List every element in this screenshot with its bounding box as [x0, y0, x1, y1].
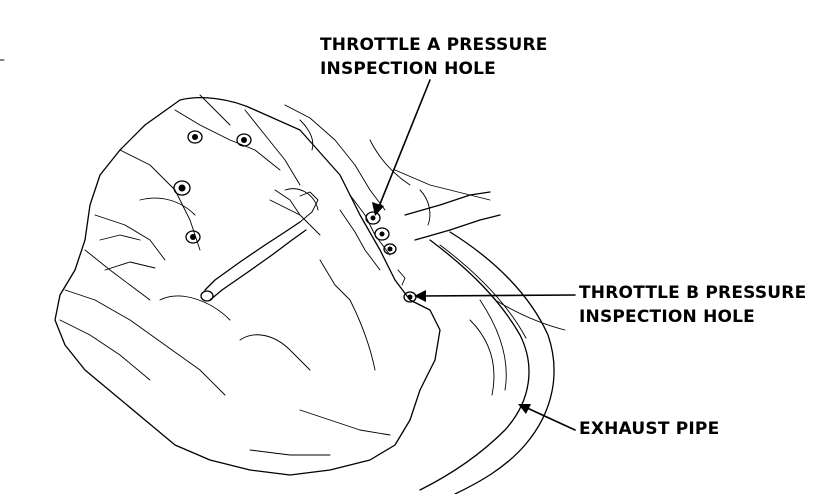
bolt-group: [173, 130, 252, 244]
throttle-b-label-line1: THROTTLE B PRESSURE: [579, 283, 807, 303]
exhaust-pipe-label: EXHAUST PIPE: [579, 417, 719, 441]
exhaust-pipe-label-text: EXHAUST PIPE: [579, 419, 720, 439]
leader-lines: [372, 79, 576, 431]
throttle-a-label-line2: INSPECTION HOLE: [320, 59, 496, 79]
side-bracket: [284, 104, 501, 271]
throttle-a-label: THROTTLE A PRESSURE INSPECTION HOLE: [320, 33, 548, 81]
throttle-b-label: THROTTLE B PRESSURE INSPECTION HOLE: [579, 281, 806, 329]
throttle-a-label-line1: THROTTLE A PRESSURE: [320, 35, 548, 55]
throttle-a-hole: [365, 211, 381, 225]
transmission-housing: [54, 94, 441, 476]
throttle-b-label-line2: INSPECTION HOLE: [579, 307, 755, 327]
shift-linkage: [200, 189, 319, 302]
exhaust-pipe-shape: [419, 231, 566, 494]
inspection-fittings: [365, 211, 417, 303]
